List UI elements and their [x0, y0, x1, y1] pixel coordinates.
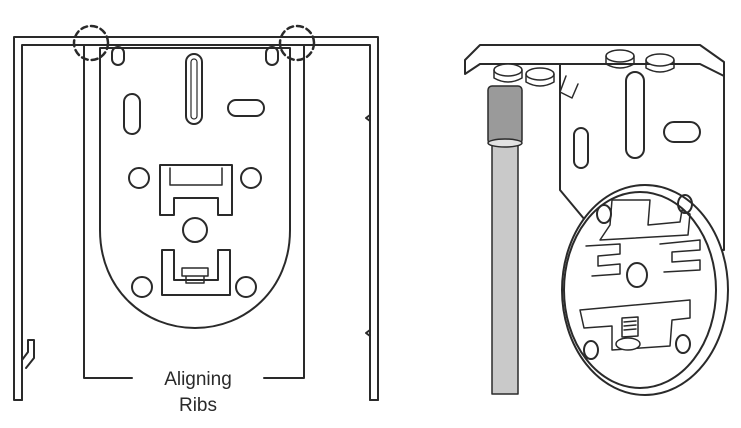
right-horizontal-slot [227, 99, 265, 117]
hole-center [182, 217, 208, 243]
channel-hook [21, 339, 35, 369]
top-right-slot [265, 46, 279, 66]
top-left-slot [111, 46, 125, 66]
aligning-rib-left [83, 44, 133, 379]
lower-clip [161, 249, 231, 296]
dashed-circle-right [278, 24, 316, 62]
flange-hook [559, 75, 579, 99]
right-wall-notch-top [365, 114, 371, 122]
front-view [13, 24, 379, 401]
plate-screw [621, 316, 639, 338]
hole-upper-right [240, 167, 262, 189]
bracket-plate [99, 47, 291, 329]
plate-upper-clip [599, 199, 691, 241]
channel-left-lip [13, 366, 379, 401]
body-left-slot [573, 127, 589, 169]
left-vertical-slot [123, 93, 141, 135]
right-wall-notch-bottom [365, 329, 371, 337]
plate-hole-bottom-right [675, 334, 691, 354]
body-right-slot [663, 121, 701, 143]
plate-hole-bottom-left [583, 340, 599, 360]
dashed-circle-left [72, 24, 110, 62]
aligning-ribs-label-line1: Aligning [164, 369, 232, 390]
perspective-view [464, 44, 729, 396]
flange-bolts [493, 49, 675, 87]
hole-lower-right [235, 276, 257, 298]
lower-screw [181, 267, 209, 284]
plate-hole-top-right [677, 194, 693, 214]
hole-upper-left [128, 167, 150, 189]
upper-clip [159, 164, 233, 216]
aligning-ribs-label-line2: Ribs [178, 395, 217, 416]
plate-hole-center [626, 262, 648, 288]
center-long-slot [185, 53, 203, 125]
plate-lower-clip [579, 299, 691, 351]
wand-rod-cap [487, 85, 523, 145]
round-plate [561, 184, 729, 396]
hole-lower-left [131, 276, 153, 298]
body-long-slot [625, 71, 645, 159]
headrail-channel [13, 36, 379, 401]
wand-rod [491, 141, 519, 395]
aligning-rib-right [263, 44, 305, 379]
